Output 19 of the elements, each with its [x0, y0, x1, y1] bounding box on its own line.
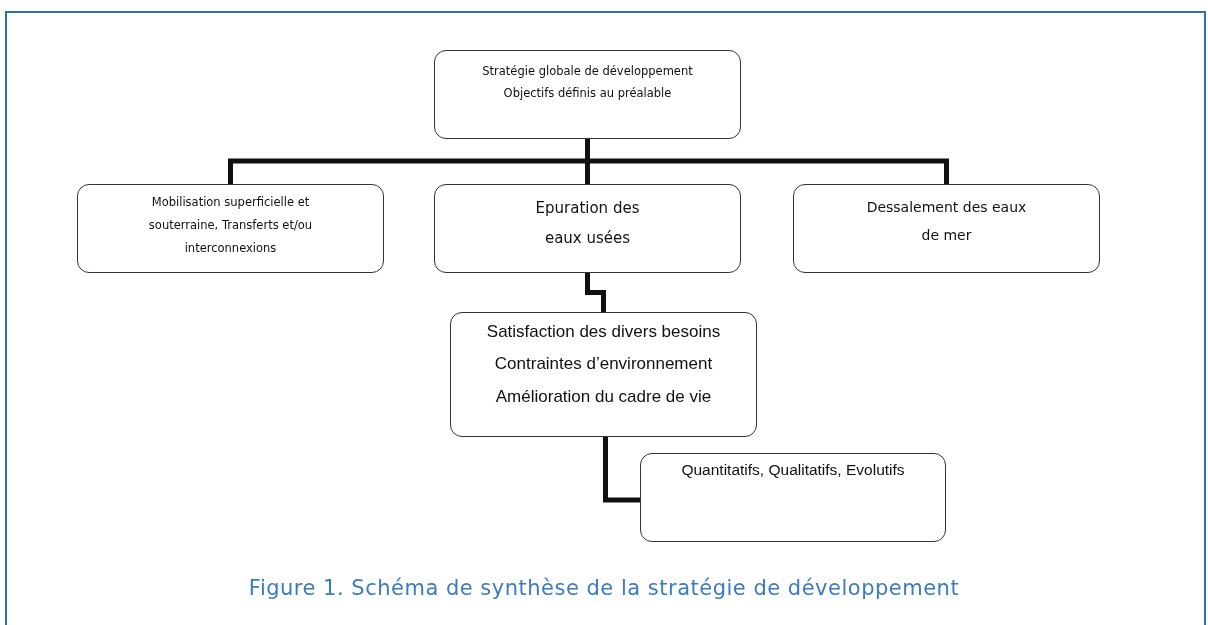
- process-box: [640, 453, 946, 542]
- process-box: [434, 50, 741, 139]
- connector-line: [585, 139, 949, 184]
- box-text: Mobilisation superficielle et souterraine, Transferts et/ou interconnexions: [147, 194, 314, 257]
- process-box: [450, 312, 757, 437]
- process-box: [793, 184, 1100, 273]
- box-text: Quantitatifs, Qualitatifs, Evolutifs: [681, 460, 905, 480]
- process-box: [434, 184, 741, 273]
- box-text: Epuration des eaux usées: [534, 198, 641, 249]
- figure-caption: Figure 1. Schéma de synthèse de la stratégie de développement: [247, 576, 961, 600]
- connector-line: [585, 273, 606, 312]
- connector-line: [603, 437, 640, 503]
- box-text: Objectifs définis au préalable: [503, 84, 672, 102]
- box-text: Stratégie globale de développement: [482, 63, 693, 80]
- box-text: Amélioration du cadre de vie: [495, 385, 712, 407]
- box-text: Dessalement des eaux de mer: [865, 198, 1028, 245]
- box-text: Satisfaction des divers besoins: [486, 321, 721, 343]
- process-box: [77, 184, 384, 273]
- box-text: Contraintes d’environnement: [494, 353, 713, 375]
